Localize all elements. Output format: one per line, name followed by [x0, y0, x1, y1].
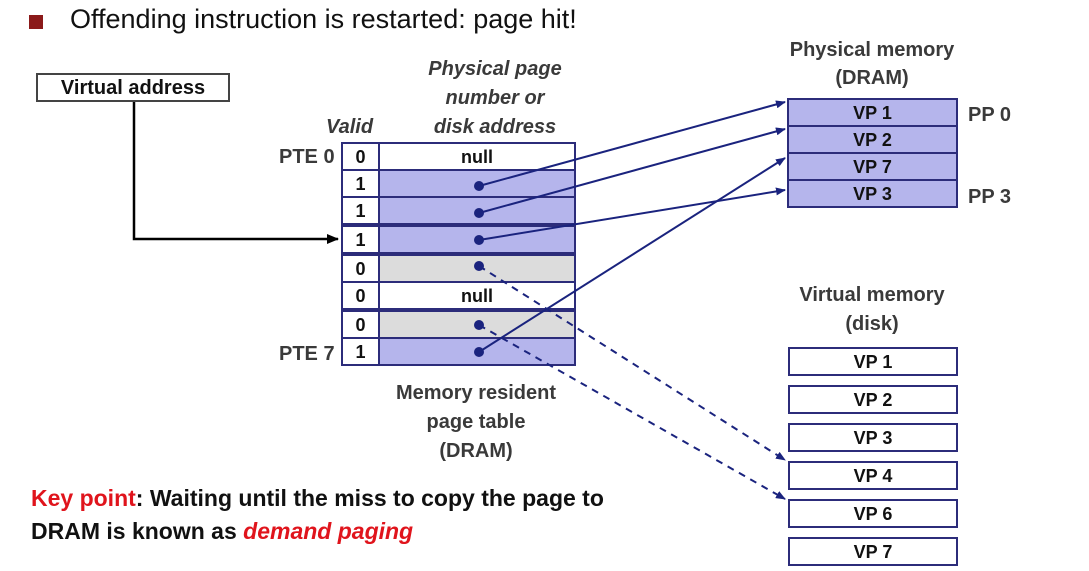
- key-point-emphasis: demand paging: [243, 518, 414, 544]
- key-point-text: : Waiting until the miss to copy the pag…: [31, 485, 604, 544]
- caption-line3: (DRAM): [439, 440, 513, 462]
- virtual-page: VP 4: [788, 461, 958, 490]
- physical-page: VP 3: [787, 179, 958, 208]
- pointer-dot: [474, 235, 484, 245]
- pte-2-pointer: [478, 127, 786, 214]
- physical-page: VP 2: [787, 125, 958, 154]
- physical-memory-title-line1: Physical memory: [789, 39, 955, 61]
- pp-3-label: PP 3: [968, 186, 1011, 208]
- ppn-header-line2: number or: [445, 87, 545, 109]
- caption-line2: page table: [426, 411, 526, 433]
- pte-7-label: PTE 7: [279, 343, 335, 365]
- pointer-dot: [474, 347, 484, 357]
- virtual-page: VP 3: [788, 423, 958, 452]
- pointer-dot: [474, 261, 484, 271]
- pte-valid-cell: 0: [341, 281, 380, 310]
- ppn-header-line1: Physical page: [428, 58, 562, 80]
- virtual-page: VP 7: [788, 537, 958, 566]
- physical-memory-title-line2: (DRAM): [835, 67, 909, 89]
- pte-null-cell: null: [378, 142, 576, 171]
- page-table-caption: Memory resident page table (DRAM): [366, 379, 586, 466]
- pte-6-disk-pointer: [478, 324, 786, 500]
- pointer-dot: [474, 320, 484, 330]
- virtual-memory-title: Virtual memory (disk): [762, 281, 982, 339]
- pte-0-label: PTE 0: [279, 146, 335, 168]
- caption-line1: Memory resident: [395, 382, 557, 404]
- pointer-dot: [474, 208, 484, 218]
- virtual-page: VP 1: [788, 347, 958, 376]
- pte-4-disk-pointer: [478, 265, 786, 461]
- pte-1-pointer: [478, 100, 786, 187]
- ppn-column-header: Physical page number or disk address: [380, 55, 610, 142]
- virtual-memory-title-line2: (disk): [845, 313, 899, 335]
- pp-0-label: PP 0: [968, 104, 1011, 126]
- ppn-header-line3: disk address: [433, 116, 557, 138]
- slide-heading: Offending instruction is restarted: page…: [70, 4, 577, 34]
- pte-3-pointer: [478, 187, 786, 241]
- virtual-page: VP 2: [788, 385, 958, 414]
- valid-column-header: Valid: [326, 116, 374, 138]
- pte-7-pointer: [478, 157, 786, 353]
- virtual-address-arrow: [132, 102, 339, 244]
- pte-valid-cell: 1: [341, 225, 380, 254]
- virtual-page: VP 6: [788, 499, 958, 528]
- physical-memory-title: Physical memory (DRAM): [762, 36, 982, 92]
- key-point: Key point: Waiting until the miss to cop…: [31, 482, 671, 548]
- key-point-label: Key point: [31, 485, 136, 511]
- pte-valid-cell: 1: [341, 196, 380, 225]
- bullet-square-icon: [29, 15, 43, 29]
- virtual-memory-title-line1: Virtual memory: [799, 284, 945, 306]
- pte-null-cell: null: [378, 281, 576, 310]
- pointer-dot: [474, 181, 484, 191]
- virtual-address-box: Virtual address: [36, 73, 230, 102]
